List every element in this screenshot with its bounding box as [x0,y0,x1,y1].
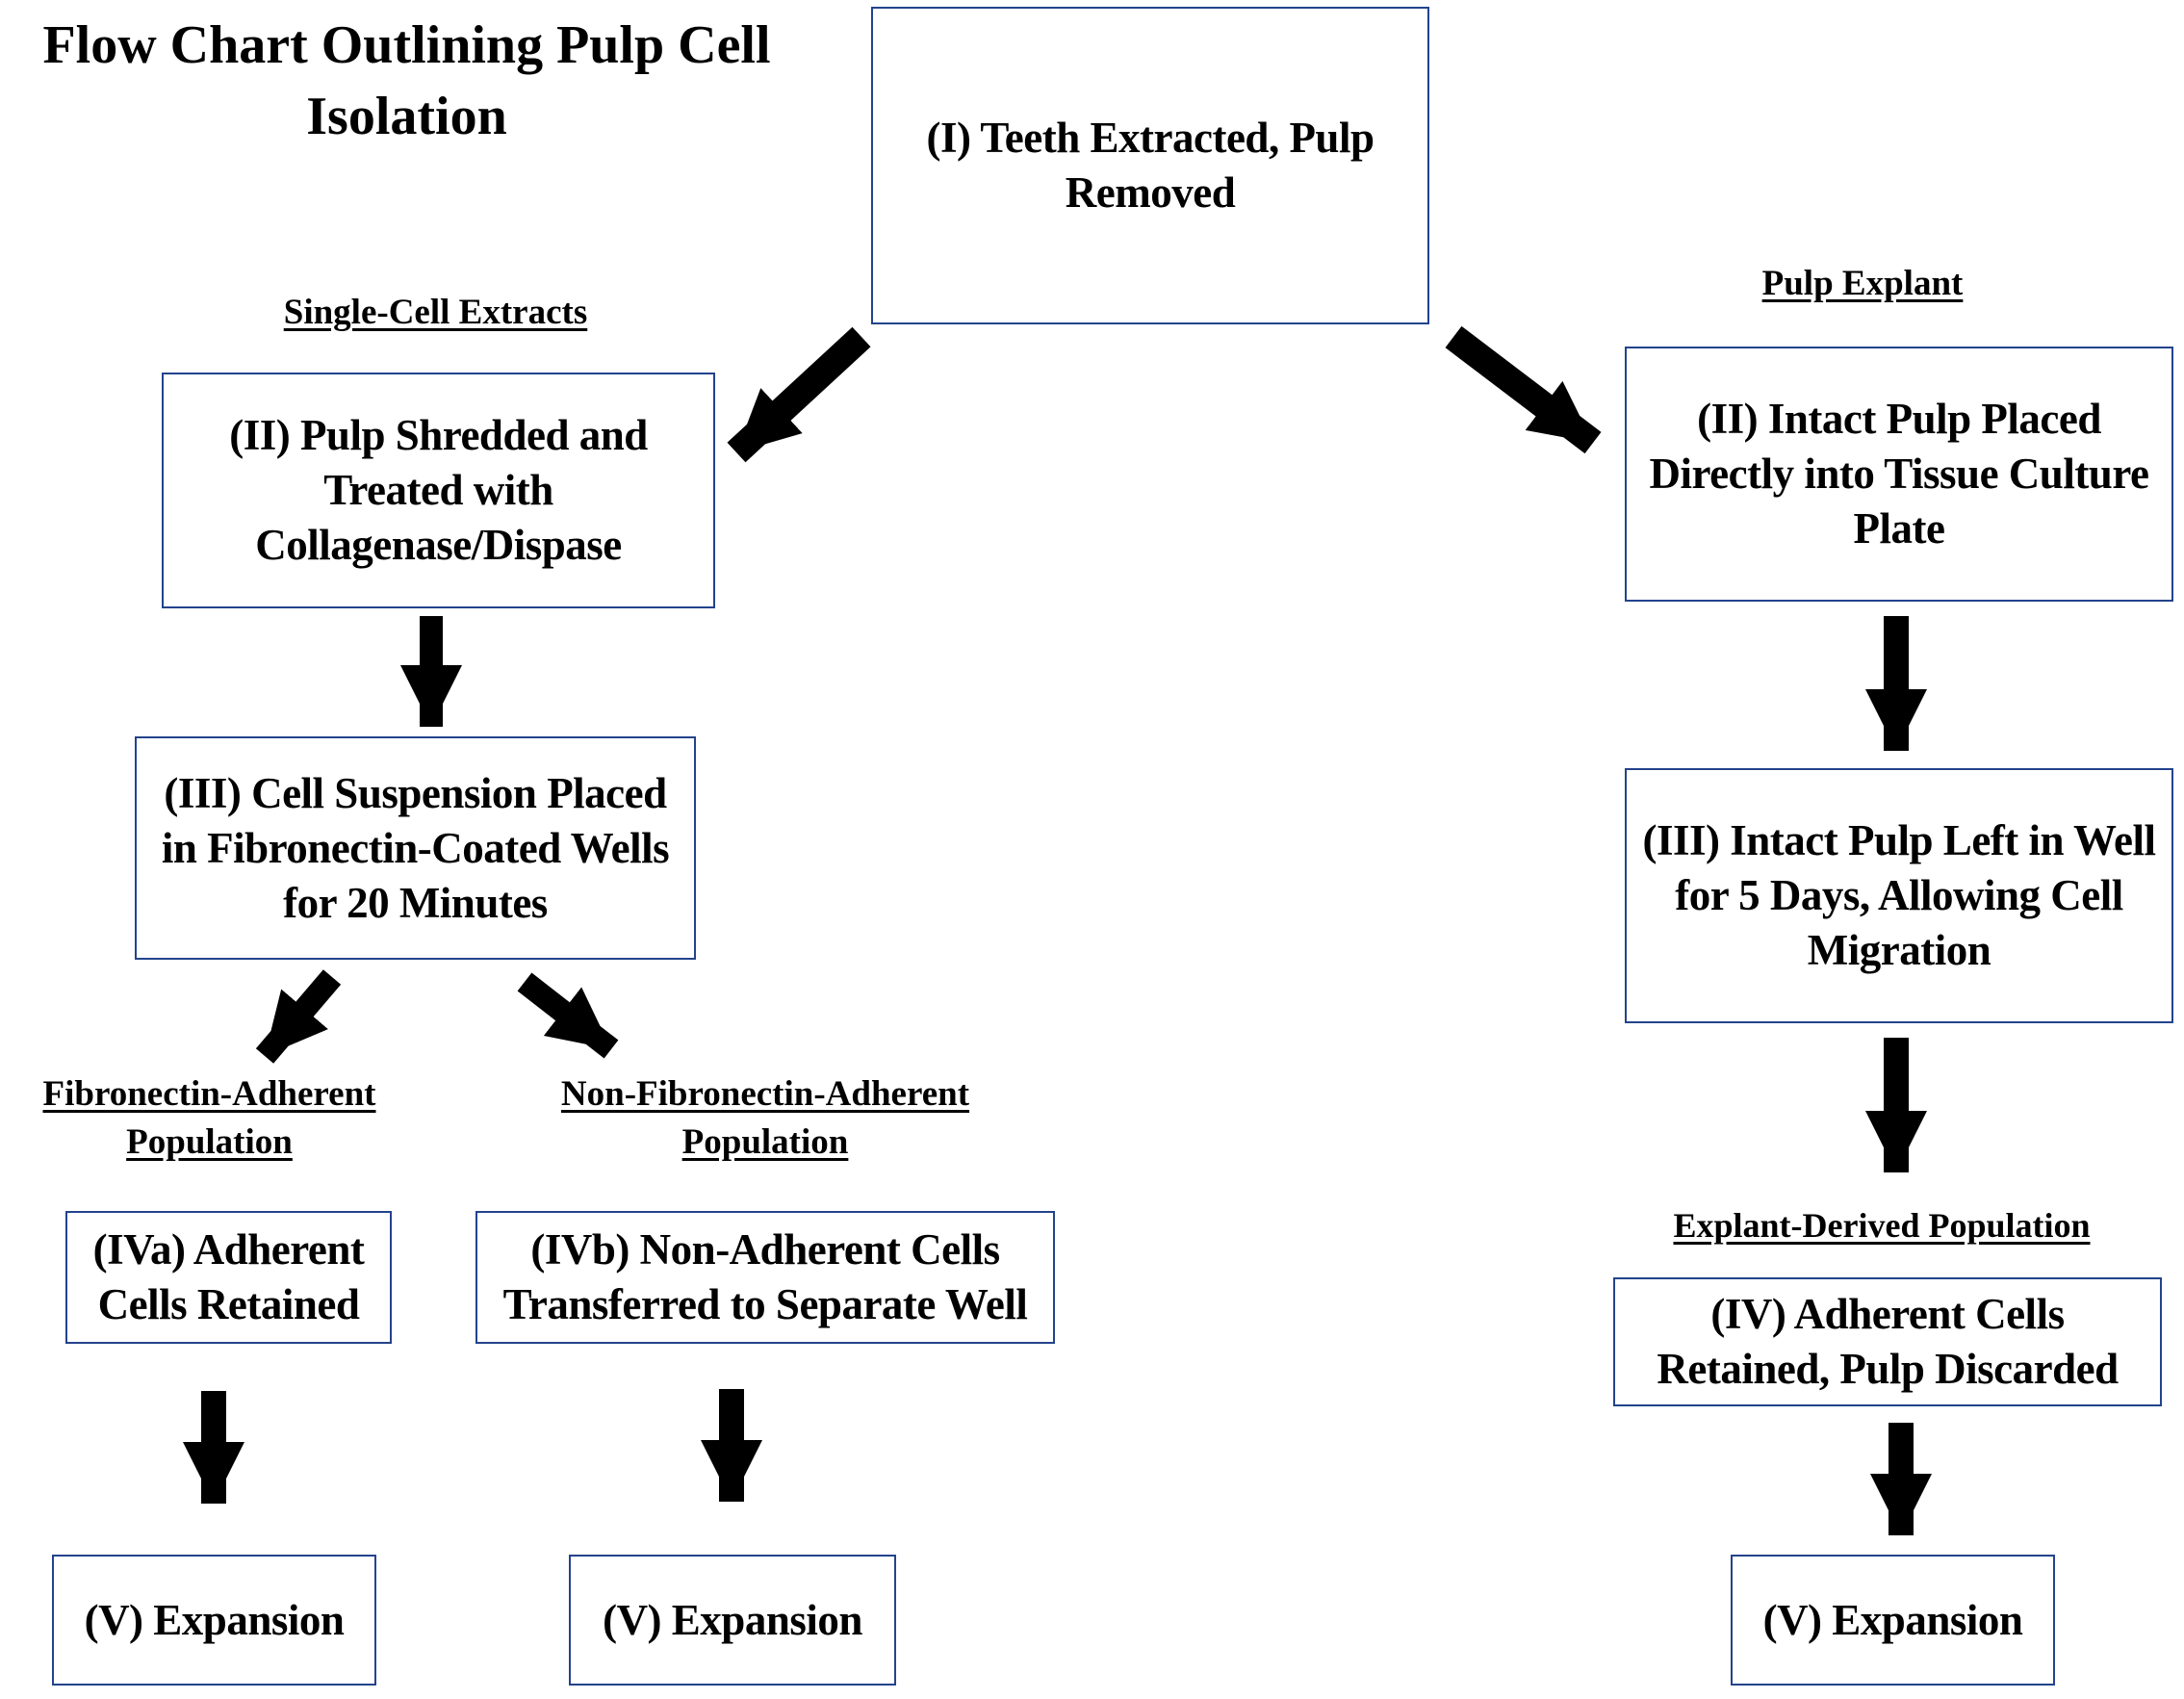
heading-explant-derived: Explant-Derived Population [1673,1206,2091,1245]
arrow-to-right-step-2 [1445,325,1602,454]
heading-pulp-explant: Pulp Explant [1761,264,1964,303]
diagram-title: Flow Chart Outlining Pulp Cell Isolation [42,15,771,146]
heading-fibronectin-adherent: Fibronectin-Adherent Population [42,1074,376,1162]
arrow-to-left-step-4b [517,972,619,1059]
right-step-5-label: (V) Expansion [1762,1595,2023,1644]
right-step-2-label: (II) Intact Pulp Placed Directly into Ti… [1649,395,2149,553]
left-step-4b-label: (IVb) Non-Adherent Cells Transferred to … [502,1225,1028,1328]
left-step-4b-box: (IVb) Non-Adherent Cells Transferred to … [475,1211,1055,1344]
right-step-4-label: (IV) Adherent Cells Retained, Pulp Disca… [1657,1290,2119,1393]
right-step-3-label: (III) Intact Pulp Left in Well for 5 Day… [1642,816,2156,974]
step-1-label: (I) Teeth Extracted, Pulp Removed [926,114,1375,217]
left-step-3-label: (III) Cell Suspension Placed in Fibronec… [161,768,670,927]
left-step-5a-label: (V) Expansion [84,1595,345,1644]
arrow-to-left-step-2 [727,326,871,463]
heading-non-fibronectin-adherent: Non-Fibronectin-Adherent Population [560,1074,970,1162]
arrow-to-left-step-4a [255,969,342,1064]
right-step-4-box: (IV) Adherent Cells Retained, Pulp Disca… [1613,1277,2162,1406]
left-step-4a-label: (IVa) Adherent Cells Retained [92,1225,365,1328]
right-step-5-box: (V) Expansion [1731,1555,2055,1686]
right-step-3-box: (III) Intact Pulp Left in Well for 5 Day… [1625,768,2173,1023]
left-step-5b-box: (V) Expansion [569,1555,896,1686]
left-step-5a-box: (V) Expansion [52,1555,376,1686]
step-1-box: (I) Teeth Extracted, Pulp Removed [871,7,1429,324]
right-step-2-box: (II) Intact Pulp Placed Directly into Ti… [1625,347,2173,602]
left-step-4a-box: (IVa) Adherent Cells Retained [65,1211,392,1344]
heading-single-cell: Single-Cell Extracts [283,293,588,332]
left-step-5b-label: (V) Expansion [603,1595,862,1644]
left-step-3-box: (III) Cell Suspension Placed in Fibronec… [135,736,696,960]
left-step-2-box: (II) Pulp Shredded and Treated with Coll… [162,373,715,608]
left-step-2-label: (II) Pulp Shredded and Treated with Coll… [229,411,648,569]
